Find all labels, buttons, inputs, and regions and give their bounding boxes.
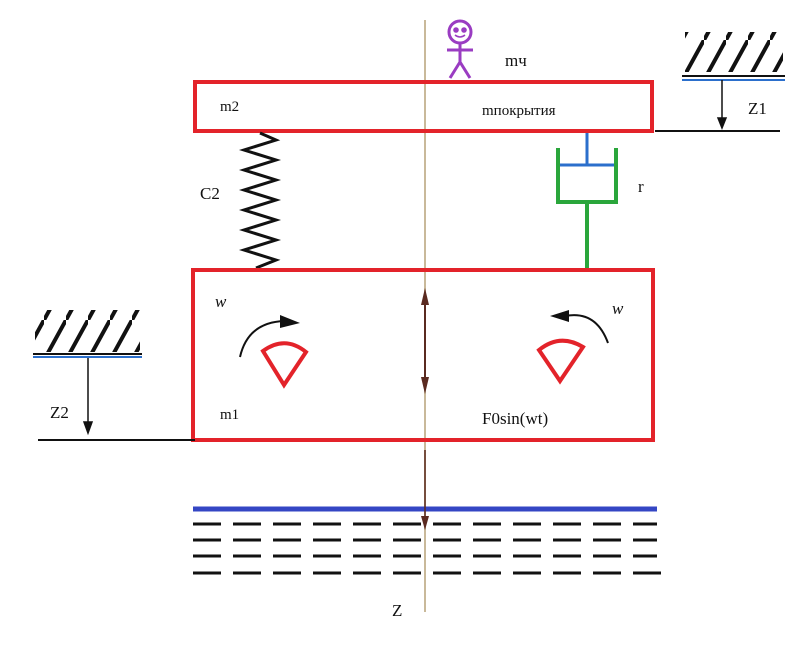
mass-m1-box: [191, 268, 655, 442]
rotation-arrow-right: [550, 310, 609, 344]
label-m-cover: mпокрытия: [482, 103, 556, 119]
water-dash-lines: [193, 522, 665, 575]
label-r: r: [638, 177, 644, 196]
ground-support-right: [682, 32, 785, 81]
eccentric-mass-right: [536, 338, 586, 385]
axis-arrow-down: [421, 450, 429, 530]
label-z2: Z2: [50, 403, 69, 422]
label-m-person: mч: [505, 51, 527, 70]
label-w-right: w: [612, 299, 624, 318]
person-icon: [447, 19, 473, 79]
vibration-double-arrow: [421, 288, 429, 394]
z1-arrow: [716, 80, 728, 131]
spring-c2: [238, 131, 282, 270]
label-w-left: w: [215, 292, 227, 311]
mass-m2-box: [193, 80, 654, 133]
label-m1: m1: [220, 407, 240, 423]
eccentric-mass-left: [260, 341, 309, 389]
z2-arrow: [82, 358, 94, 436]
label-m2: m2: [220, 99, 240, 115]
damper-r: [556, 133, 618, 270]
ground-support-left: [33, 310, 142, 358]
rotation-arrow-left: [239, 315, 300, 358]
label-z1: Z1: [748, 99, 767, 118]
label-force: F0sin(wt): [482, 409, 549, 428]
label-c2: C2: [200, 184, 220, 203]
label-z-axis: Z: [392, 601, 403, 620]
